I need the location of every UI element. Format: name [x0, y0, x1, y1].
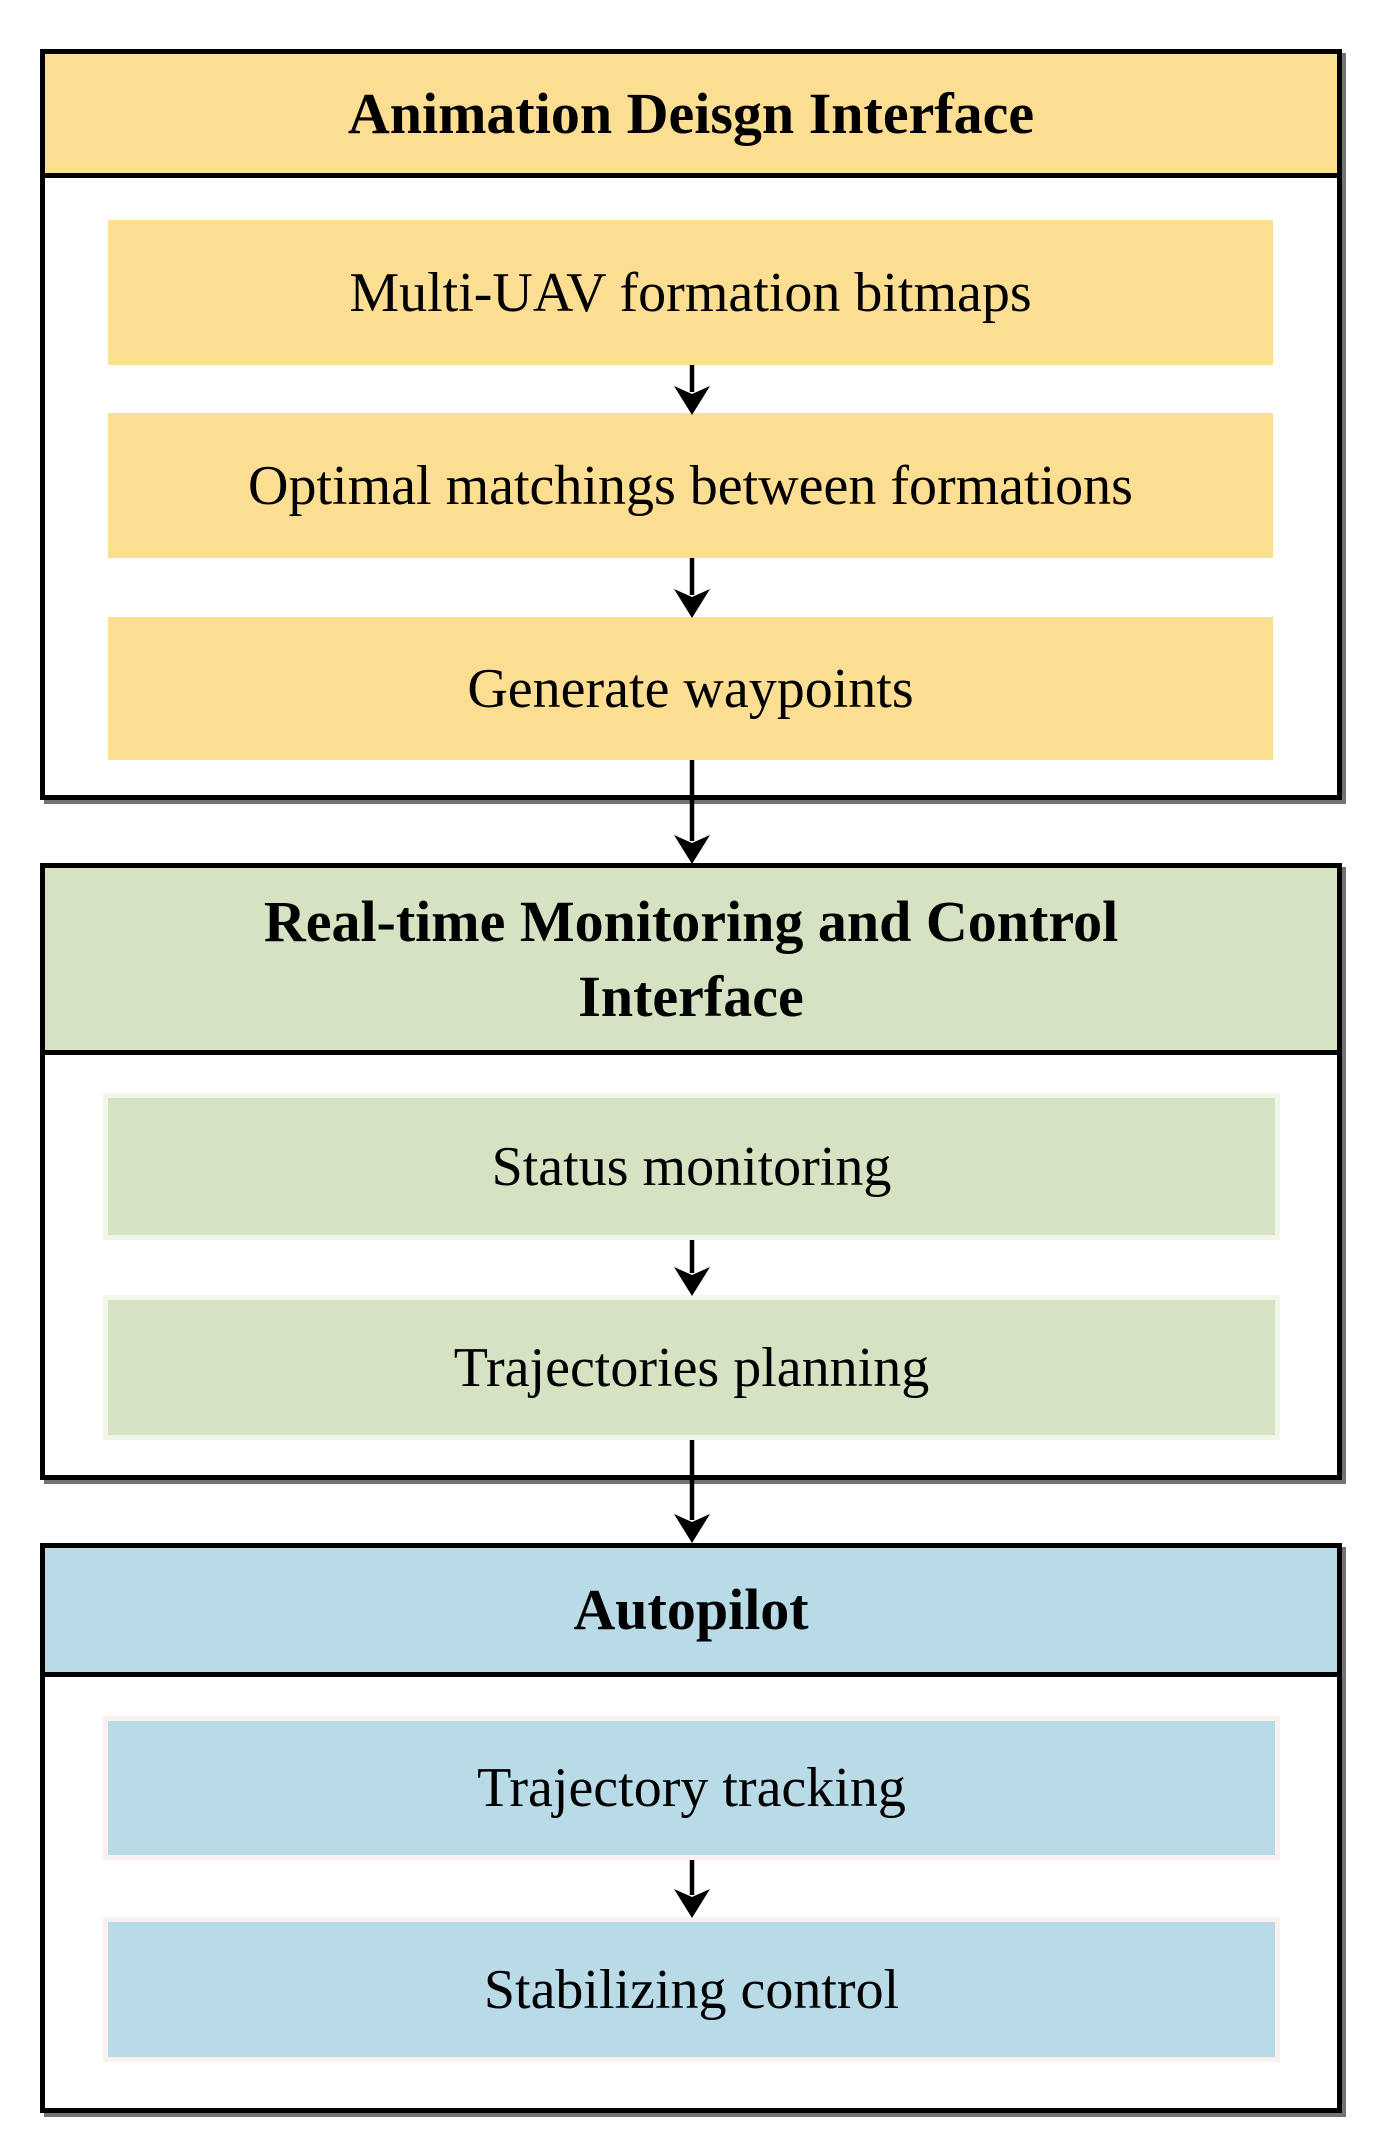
- panel-autopilot-header: Autopilot: [45, 1548, 1337, 1677]
- step-label: Trajectory tracking: [477, 1757, 906, 1819]
- step-label: Generate waypoints: [467, 657, 914, 720]
- flow-arrow-design-to-monitoring: [670, 760, 714, 864]
- step-label: Status monitoring: [491, 1135, 892, 1198]
- arrow-down-icon: [674, 1440, 710, 1543]
- arrow-down-icon: [674, 760, 710, 864]
- step-label: Multi-UAV formation bitmaps: [349, 261, 1032, 324]
- step-optimal-matchings: Optimal matchings between formations: [108, 413, 1273, 558]
- panel-title: Real-time Monitoring and Control Interfa…: [263, 888, 1119, 1029]
- step-generate-waypoints: Generate waypoints: [108, 617, 1273, 760]
- step-status-monitoring: Status monitoring: [103, 1093, 1280, 1240]
- step-label: Trajectories planning: [453, 1336, 930, 1399]
- arrow-down-icon: [674, 365, 710, 415]
- arrow-down-icon: [674, 1240, 710, 1296]
- arrow-down-icon: [674, 558, 710, 618]
- panel-animation-design-header: Animation Deisgn Interface: [45, 54, 1337, 178]
- flow-arrow-bitmaps-to-matchings: [670, 365, 714, 415]
- arrow-down-icon: [674, 1860, 710, 1918]
- panel-title: Autopilot: [573, 1577, 809, 1643]
- step-trajectory-tracking: Trajectory tracking: [103, 1716, 1280, 1860]
- step-multi-uav-formation-bitmaps: Multi-UAV formation bitmaps: [108, 220, 1273, 365]
- step-label: Stabilizing control: [483, 1958, 900, 2021]
- flow-arrow-tracking-to-stabilizing: [670, 1860, 714, 1918]
- step-trajectories-planning: Trajectories planning: [103, 1295, 1280, 1440]
- panel-title: Animation Deisgn Interface: [347, 80, 1035, 146]
- flow-arrow-status-to-trajectories: [670, 1240, 714, 1296]
- flow-arrow-matchings-to-waypoints: [670, 558, 714, 618]
- flow-arrow-monitoring-to-autopilot: [670, 1440, 714, 1543]
- step-label: Optimal matchings between formations: [248, 454, 1133, 517]
- step-stabilizing-control: Stabilizing control: [103, 1917, 1280, 2062]
- panel-realtime-monitoring-header: Real-time Monitoring and Control Interfa…: [45, 868, 1337, 1055]
